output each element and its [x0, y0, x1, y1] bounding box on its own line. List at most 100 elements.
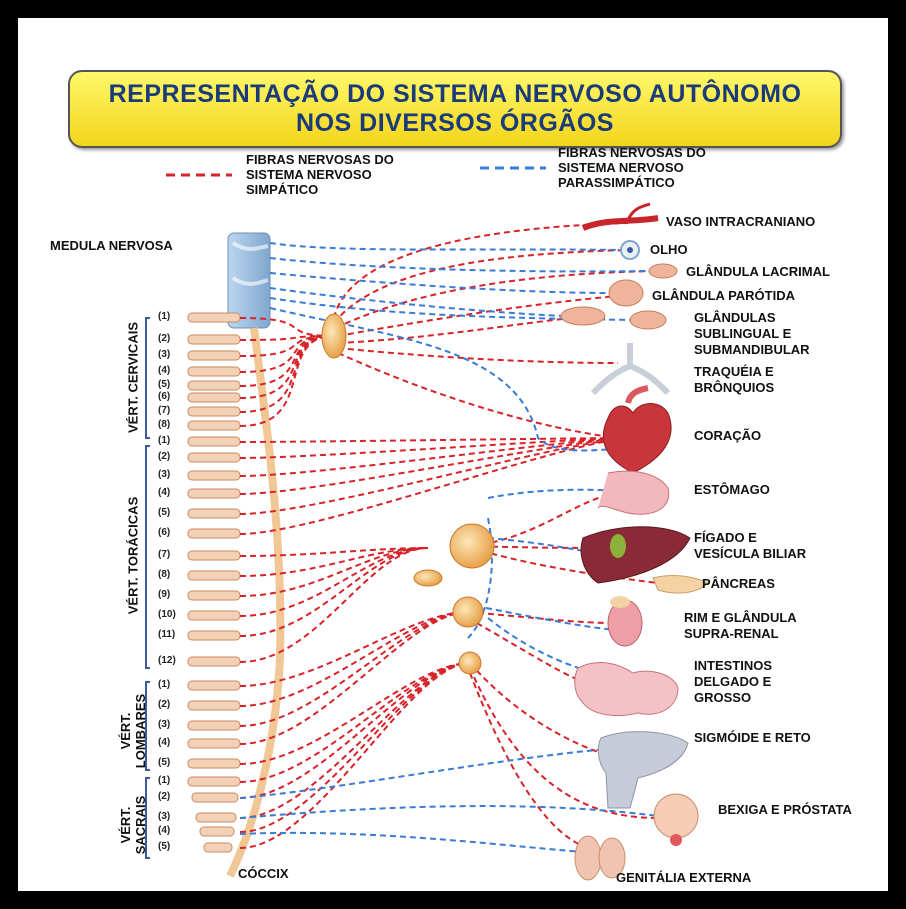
vertebra-number-lombar-5: (5) [158, 757, 170, 768]
vertebra-number-sacral-2: (2) [158, 791, 170, 802]
inferior-ganglion [459, 652, 481, 674]
legend-sympathetic-text: FIBRAS NERVOSAS DO SISTEMA NERVOSO SIMPÁ… [246, 152, 394, 197]
vertebra-lombar-4 [188, 739, 240, 748]
label-figado: FÍGADO E VESÍCULA BILIAR [694, 530, 806, 562]
region-lombar: VÉRT. LOMBARES [118, 676, 148, 786]
label-rim: RIM E GLÂNDULA SUPRA-RENAL [684, 610, 797, 642]
label-sigmoide: SIGMÓIDE E RETO [694, 730, 811, 746]
label-intestinos: INTESTINOS DELGADO E GROSSO [694, 658, 772, 706]
organ-trachea [593, 343, 668, 393]
vertebra-toracica-5 [188, 509, 240, 518]
vertebra-number-cervical-4: (4) [158, 365, 170, 376]
vertebra-number-toracica-9: (9) [158, 589, 170, 600]
vertebra-number-sacral-1: (1) [158, 775, 170, 786]
vertebra-number-toracica-2: (2) [158, 451, 170, 462]
sympathetic-fiber-11 [240, 438, 633, 476]
vertebra-number-toracica-5: (5) [158, 507, 170, 518]
vertebra-number-toracica-11: (11) [158, 629, 175, 640]
parasympathetic-fiber-head-4 [270, 288, 563, 316]
vertebra-number-lombar-1: (1) [158, 679, 170, 690]
mesenteric-ganglion [453, 597, 483, 627]
label-coracao: CORAÇÃO [694, 428, 761, 444]
sympathetic-fiber-18 [240, 548, 428, 616]
vertebral-column [188, 313, 240, 852]
label-coccix: CÓCCIX [238, 866, 289, 882]
vertebra-lombar-3 [188, 721, 240, 730]
parasympathetic-fiber-sacral-3 [240, 833, 598, 853]
vertebra-number-cervical-2: (2) [158, 333, 170, 344]
vertebra-number-sacral-5: (5) [158, 841, 170, 852]
vertebra-cervical-4 [188, 367, 240, 376]
organ-stomach [598, 471, 669, 514]
organ-lacrimal [649, 264, 677, 278]
vertebra-cervical-2 [188, 335, 240, 344]
vertebra-number-cervical-1: (1) [158, 311, 170, 322]
organ-bladder [654, 794, 698, 846]
label-pancreas: PÂNCREAS [702, 576, 775, 592]
vertebra-number-toracica-8: (8) [158, 569, 170, 580]
label-medula: MEDULA NERVOSA [50, 238, 173, 254]
diagram-drawing [18, 18, 894, 897]
vertebra-toracica-9 [188, 591, 240, 600]
vertebra-lombar-5 [188, 759, 240, 768]
vertebra-sacral-5 [204, 843, 232, 852]
vertebra-toracica-11 [188, 631, 240, 640]
vertebra-number-sacral-3: (3) [158, 811, 170, 822]
organ-parotid [609, 280, 643, 306]
label-estomago: ESTÔMAGO [694, 482, 770, 498]
celiac-ganglion [450, 524, 494, 568]
organ-liver [581, 527, 690, 583]
vertebra-cervical-8 [188, 421, 240, 430]
label-bexiga: BEXIGA E PRÓSTATA [718, 802, 852, 818]
label-vaso: VASO INTRACRANIANO [666, 214, 815, 230]
region-toracica: VÉRT. TORÁCICAS [126, 481, 141, 631]
label-lacrimal: GLÂNDULA LACRIMAL [686, 264, 830, 280]
organ-vessel [583, 204, 658, 228]
label-traqueia: TRAQUÉIA E BRÔNQUIOS [694, 364, 774, 396]
vertebra-cervical-1 [188, 313, 240, 322]
vertebra-number-cervical-8: (8) [158, 419, 170, 430]
vertebra-toracica-3 [188, 471, 240, 480]
vertebra-toracica-8 [188, 571, 240, 580]
diagram-frame: REPRESENTAÇÃO DO SISTEMA NERVOSO AUTÔNOM… [12, 12, 894, 897]
vertebra-toracica-12 [188, 657, 240, 666]
vertebra-sacral-1 [188, 777, 240, 786]
sympathetic-fiber-19 [240, 548, 428, 636]
organ-eye [621, 241, 639, 259]
vertebra-number-toracica-10: (10) [158, 609, 176, 620]
sympathetic-fiber-mesenteric-2 [468, 618, 588, 683]
vertebra-cervical-5 [188, 381, 240, 390]
vertebra-number-toracica-6: (6) [158, 527, 170, 538]
organ-heart [603, 388, 671, 473]
vertebra-number-cervical-6: (6) [158, 391, 170, 402]
label-sublingual: GLÂNDULAS SUBLINGUAL E SUBMANDIBULAR [694, 310, 810, 358]
vertebra-number-lombar-2: (2) [158, 699, 170, 710]
vertebra-toracica-7 [188, 551, 240, 560]
vertebra-sacral-3 [196, 813, 236, 822]
vertebra-number-toracica-12: (12) [158, 655, 176, 666]
vertebra-sacral-4 [200, 827, 234, 836]
sympathetic-fiber-head-7 [338, 353, 618, 438]
vertebra-number-cervical-3: (3) [158, 349, 170, 360]
vertebra-toracica-10 [188, 611, 240, 620]
vertebra-number-toracica-7: (7) [158, 549, 170, 560]
vertebra-toracica-1 [188, 437, 240, 446]
vertebra-lombar-2 [188, 701, 240, 710]
legend-parasympathetic-text: FIBRAS NERVOSAS DO SISTEMA NERVOSO PARAS… [558, 145, 706, 190]
region-sacral: VÉRT. SACRAIS [118, 780, 148, 870]
vertebra-number-toracica-4: (4) [158, 487, 170, 498]
label-genitalia: GENITÁLIA EXTERNA [616, 870, 751, 886]
vertebra-number-toracica-3: (3) [158, 469, 170, 480]
organ-sublingual [561, 307, 605, 325]
cervical-ganglion [322, 314, 346, 358]
vertebra-cervical-6 [188, 393, 240, 402]
label-olho: OLHO [650, 242, 688, 258]
organ-submandibular [630, 311, 666, 329]
vertebra-number-cervical-7: (7) [158, 405, 170, 416]
region-cervical: VÉRT. CERVICAIS [126, 318, 141, 438]
vertebra-number-cervical-5: (5) [158, 379, 170, 390]
sympathetic-fiber-head-6 [338, 348, 618, 363]
small-ganglion [414, 570, 442, 586]
vertebra-number-toracica-1: (1) [158, 435, 170, 446]
organ-intestines [575, 663, 678, 716]
